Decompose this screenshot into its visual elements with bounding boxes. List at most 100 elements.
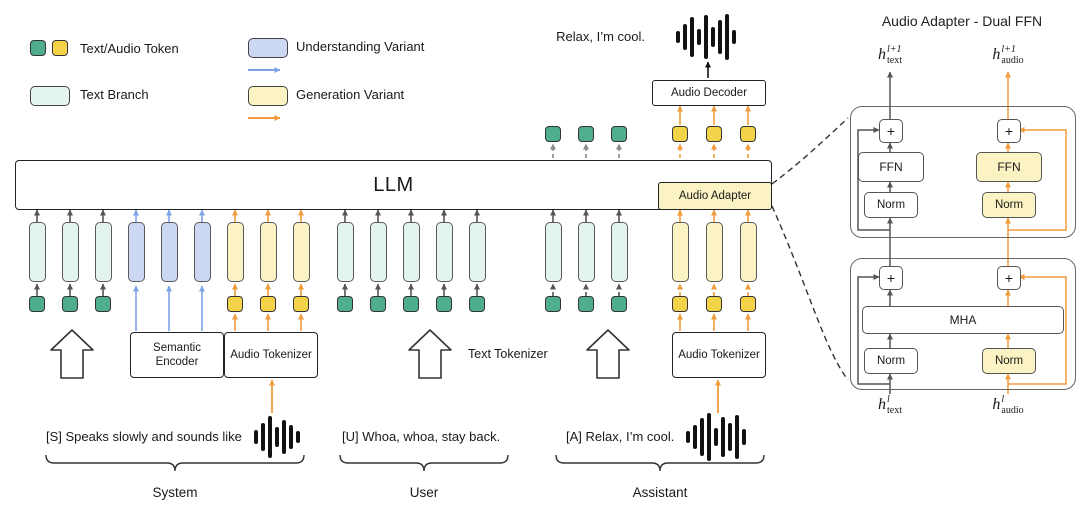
green-token (370, 296, 386, 312)
yellow-token (672, 296, 688, 312)
embedding-assistant-text (544, 222, 562, 282)
system-input-arrow-icon (50, 329, 94, 379)
audio-mha-norm-box: Norm (982, 348, 1036, 374)
output-yellow-token (706, 126, 722, 142)
embedding-system-audio (259, 222, 277, 282)
llm-box: LLM (15, 160, 772, 210)
output-green-token (611, 126, 627, 142)
green-token (403, 296, 419, 312)
embedding-user-text (369, 222, 387, 282)
audio-mha-residual-add: + (997, 266, 1021, 290)
embedding-system-audio (226, 222, 244, 282)
embedding-assistant-text (577, 222, 595, 282)
legend-generation-label: Generation Variant (296, 87, 405, 102)
assistant-group-label: Assistant (632, 485, 688, 500)
audio-decoder-box: Audio Decoder (652, 80, 766, 106)
legend-understanding-swatch (248, 38, 288, 58)
yellow-token (706, 296, 722, 312)
adapter-zoom-connector-bottom (771, 205, 849, 381)
legend-understanding-label: Understanding Variant (296, 39, 425, 54)
text-ffn-norm-box: Norm (864, 192, 918, 218)
yellow-token (227, 296, 243, 312)
math-sub: audio (1001, 54, 1024, 66)
legend-yellow-token-icon (52, 40, 68, 56)
embedding-system-semantic (160, 222, 178, 282)
user-brace (339, 454, 509, 472)
assistant-transcript: [A] Relax, I’m cool. (566, 429, 675, 444)
mha-box: MHA (862, 306, 1064, 334)
dual-ffn-lower-block (850, 258, 1076, 390)
system-transcript: [S] Speaks slowly and sounds like (46, 429, 242, 444)
legend-token-label: Text/Audio Token (80, 41, 179, 56)
legend-green-token-icon (30, 40, 46, 56)
system-waveform-icon (254, 416, 300, 458)
green-token (545, 296, 561, 312)
embedding-system-text (94, 222, 112, 282)
green-token (62, 296, 78, 312)
embedding-system-semantic (127, 222, 145, 282)
embedding-assistant-text (610, 222, 628, 282)
system-group-label: System (152, 485, 198, 500)
user-input-arrow-icon (408, 329, 452, 379)
embedding-user-text (336, 222, 354, 282)
legend-text-branch-swatch (30, 86, 70, 106)
assistant-brace (555, 454, 765, 472)
math-base: h (878, 46, 886, 63)
math-sub: audio (1001, 404, 1024, 416)
math-base: h (878, 396, 886, 413)
green-token (337, 296, 353, 312)
embedding-system-text (28, 222, 46, 282)
math-base: h (992, 46, 1001, 63)
embedding-system-audio (292, 222, 310, 282)
math-sup: l+1 (1001, 44, 1016, 55)
output-waveform-icon (676, 14, 736, 60)
dual-ffn-upper-block (850, 106, 1076, 238)
adapter-zoom-connector-top (771, 117, 849, 185)
embedding-system-text (61, 222, 79, 282)
math-sup: l (1001, 394, 1005, 405)
green-token (469, 296, 485, 312)
system-brace (45, 454, 305, 472)
embedding-assistant-audio (739, 222, 757, 282)
legend-generation-swatch (248, 86, 288, 106)
user-transcript: [U] Whoa, whoa, stay back. (342, 429, 501, 444)
text-mha-norm-box: Norm (864, 348, 918, 374)
embedding-assistant-audio (705, 222, 723, 282)
green-token (578, 296, 594, 312)
output-yellow-token (672, 126, 688, 142)
decoder-output-text: Relax, I’m cool. (556, 29, 645, 44)
embedding-user-text (402, 222, 420, 282)
audio-ffn-box: FFN (976, 152, 1042, 182)
math-sub: text (887, 54, 902, 66)
yellow-token (260, 296, 276, 312)
yellow-token (293, 296, 309, 312)
green-token (611, 296, 627, 312)
text-ffn-box: FFN (858, 152, 924, 182)
green-token (436, 296, 452, 312)
embedding-user-text (435, 222, 453, 282)
embedding-assistant-audio (671, 222, 689, 282)
legend-text-branch-label: Text Branch (80, 87, 149, 102)
audio-ffn-norm-box: Norm (982, 192, 1036, 218)
output-green-token (545, 126, 561, 142)
math-sub: text (887, 404, 902, 416)
green-token (29, 296, 45, 312)
green-token (95, 296, 111, 312)
audio-tokenizer-1-box: Audio Tokenizer (224, 332, 318, 378)
math-sup: l (887, 394, 890, 405)
semantic-encoder-box: Semantic Encoder (130, 332, 224, 378)
math-base: h (992, 396, 1001, 413)
assistant-input-arrow-icon (586, 329, 630, 379)
text-ffn-residual-add: + (879, 119, 903, 143)
embedding-system-semantic (193, 222, 211, 282)
text-mha-residual-add: + (879, 266, 903, 290)
yellow-token (740, 296, 756, 312)
panel-title: Audio Adapter - Dual FFN (881, 13, 1043, 29)
embedding-user-text (468, 222, 486, 282)
math-sup: l+1 (887, 44, 902, 55)
